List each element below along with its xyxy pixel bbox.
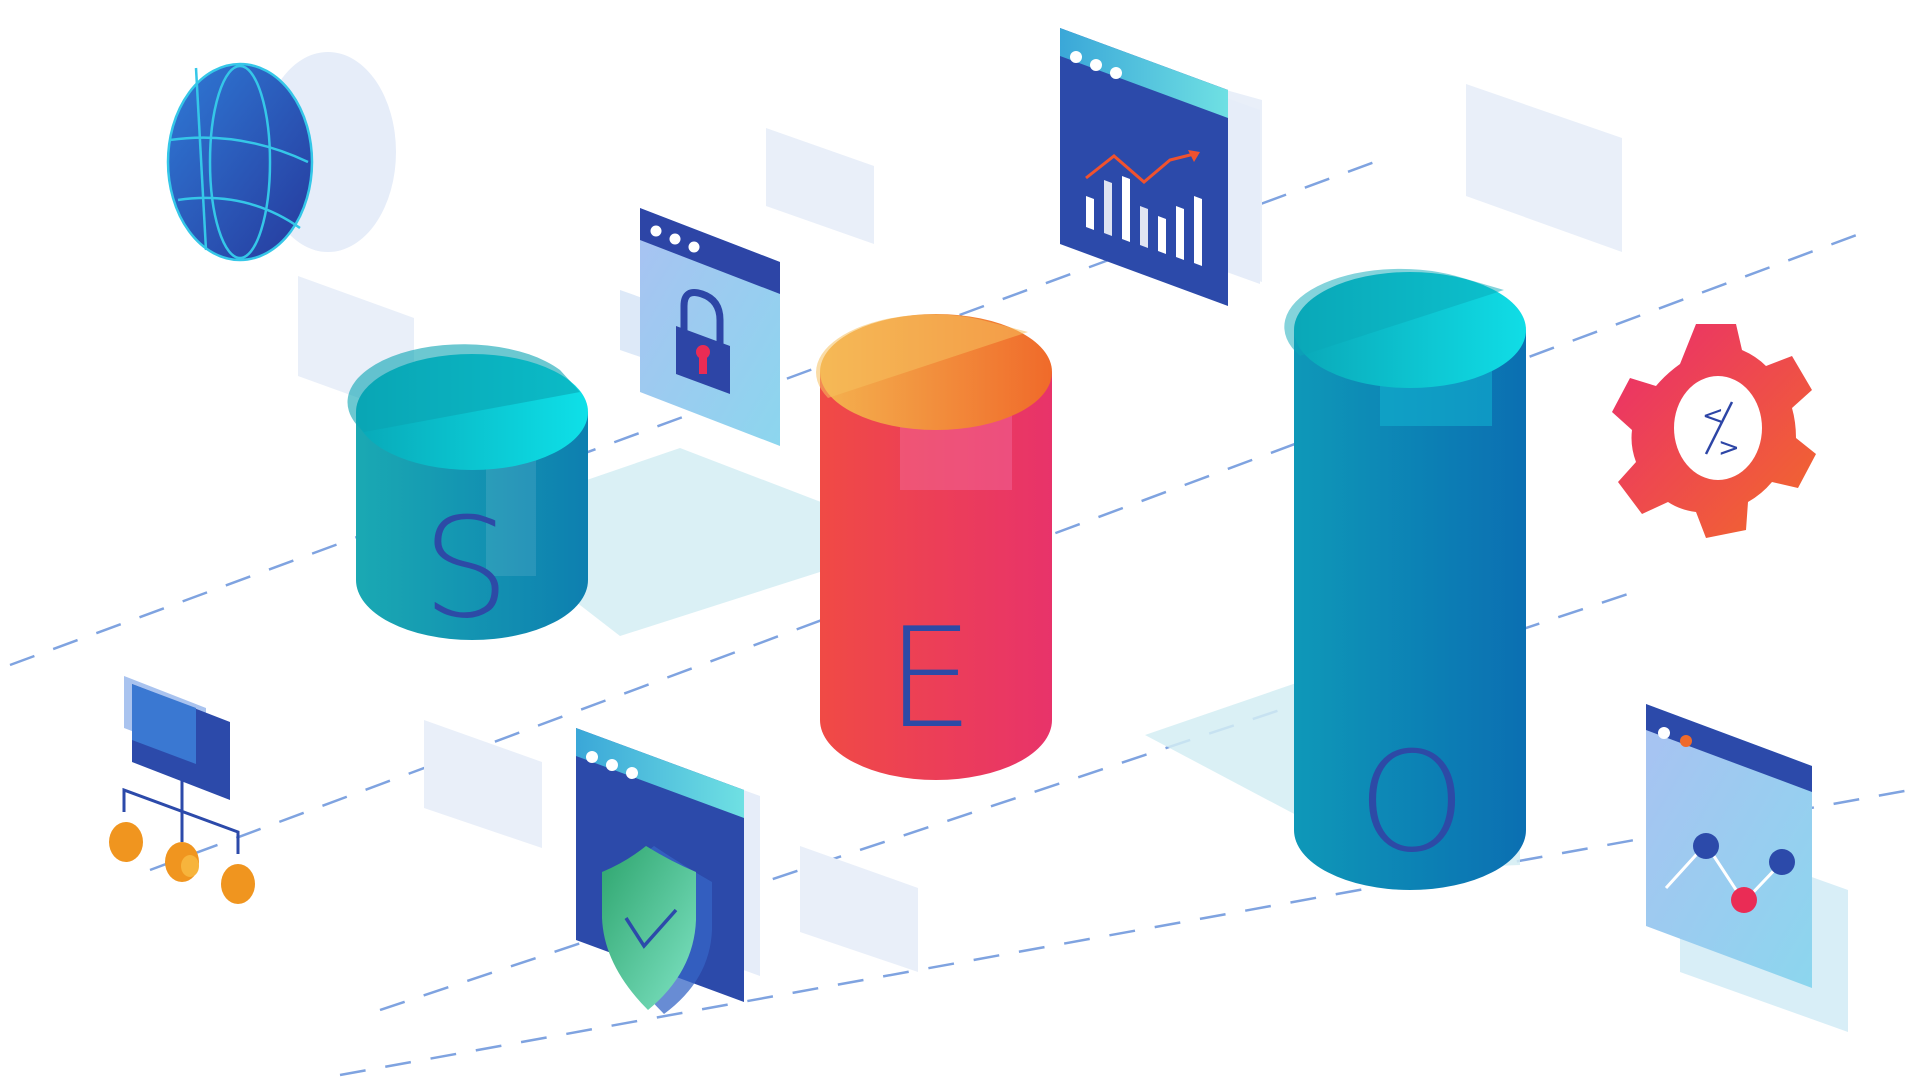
guide-line (149, 228, 1871, 872)
graph-window-icon (1646, 704, 1848, 1032)
guide-line (339, 788, 1911, 1077)
lock-window-icon (620, 208, 780, 446)
sitemap-icon (109, 676, 255, 904)
bg-panel (766, 128, 874, 244)
globe-icon (166, 52, 396, 262)
cylinder-s: S (347, 344, 588, 649)
letter-o: O (1358, 722, 1467, 883)
svg-text:<: < (1702, 401, 1724, 431)
shield-window-icon (576, 728, 760, 1014)
cylinder-o: O (1284, 268, 1526, 890)
gear-code-icon: < > (1612, 324, 1816, 538)
letter-s: S (422, 488, 510, 649)
bg-panel (1466, 84, 1622, 252)
svg-text:>: > (1718, 433, 1740, 463)
cylinder-e: E (816, 314, 1052, 780)
letter-e: E (886, 598, 973, 759)
chart-window-icon (1060, 28, 1260, 306)
bg-panel (424, 720, 542, 848)
bg-panel (800, 846, 918, 972)
